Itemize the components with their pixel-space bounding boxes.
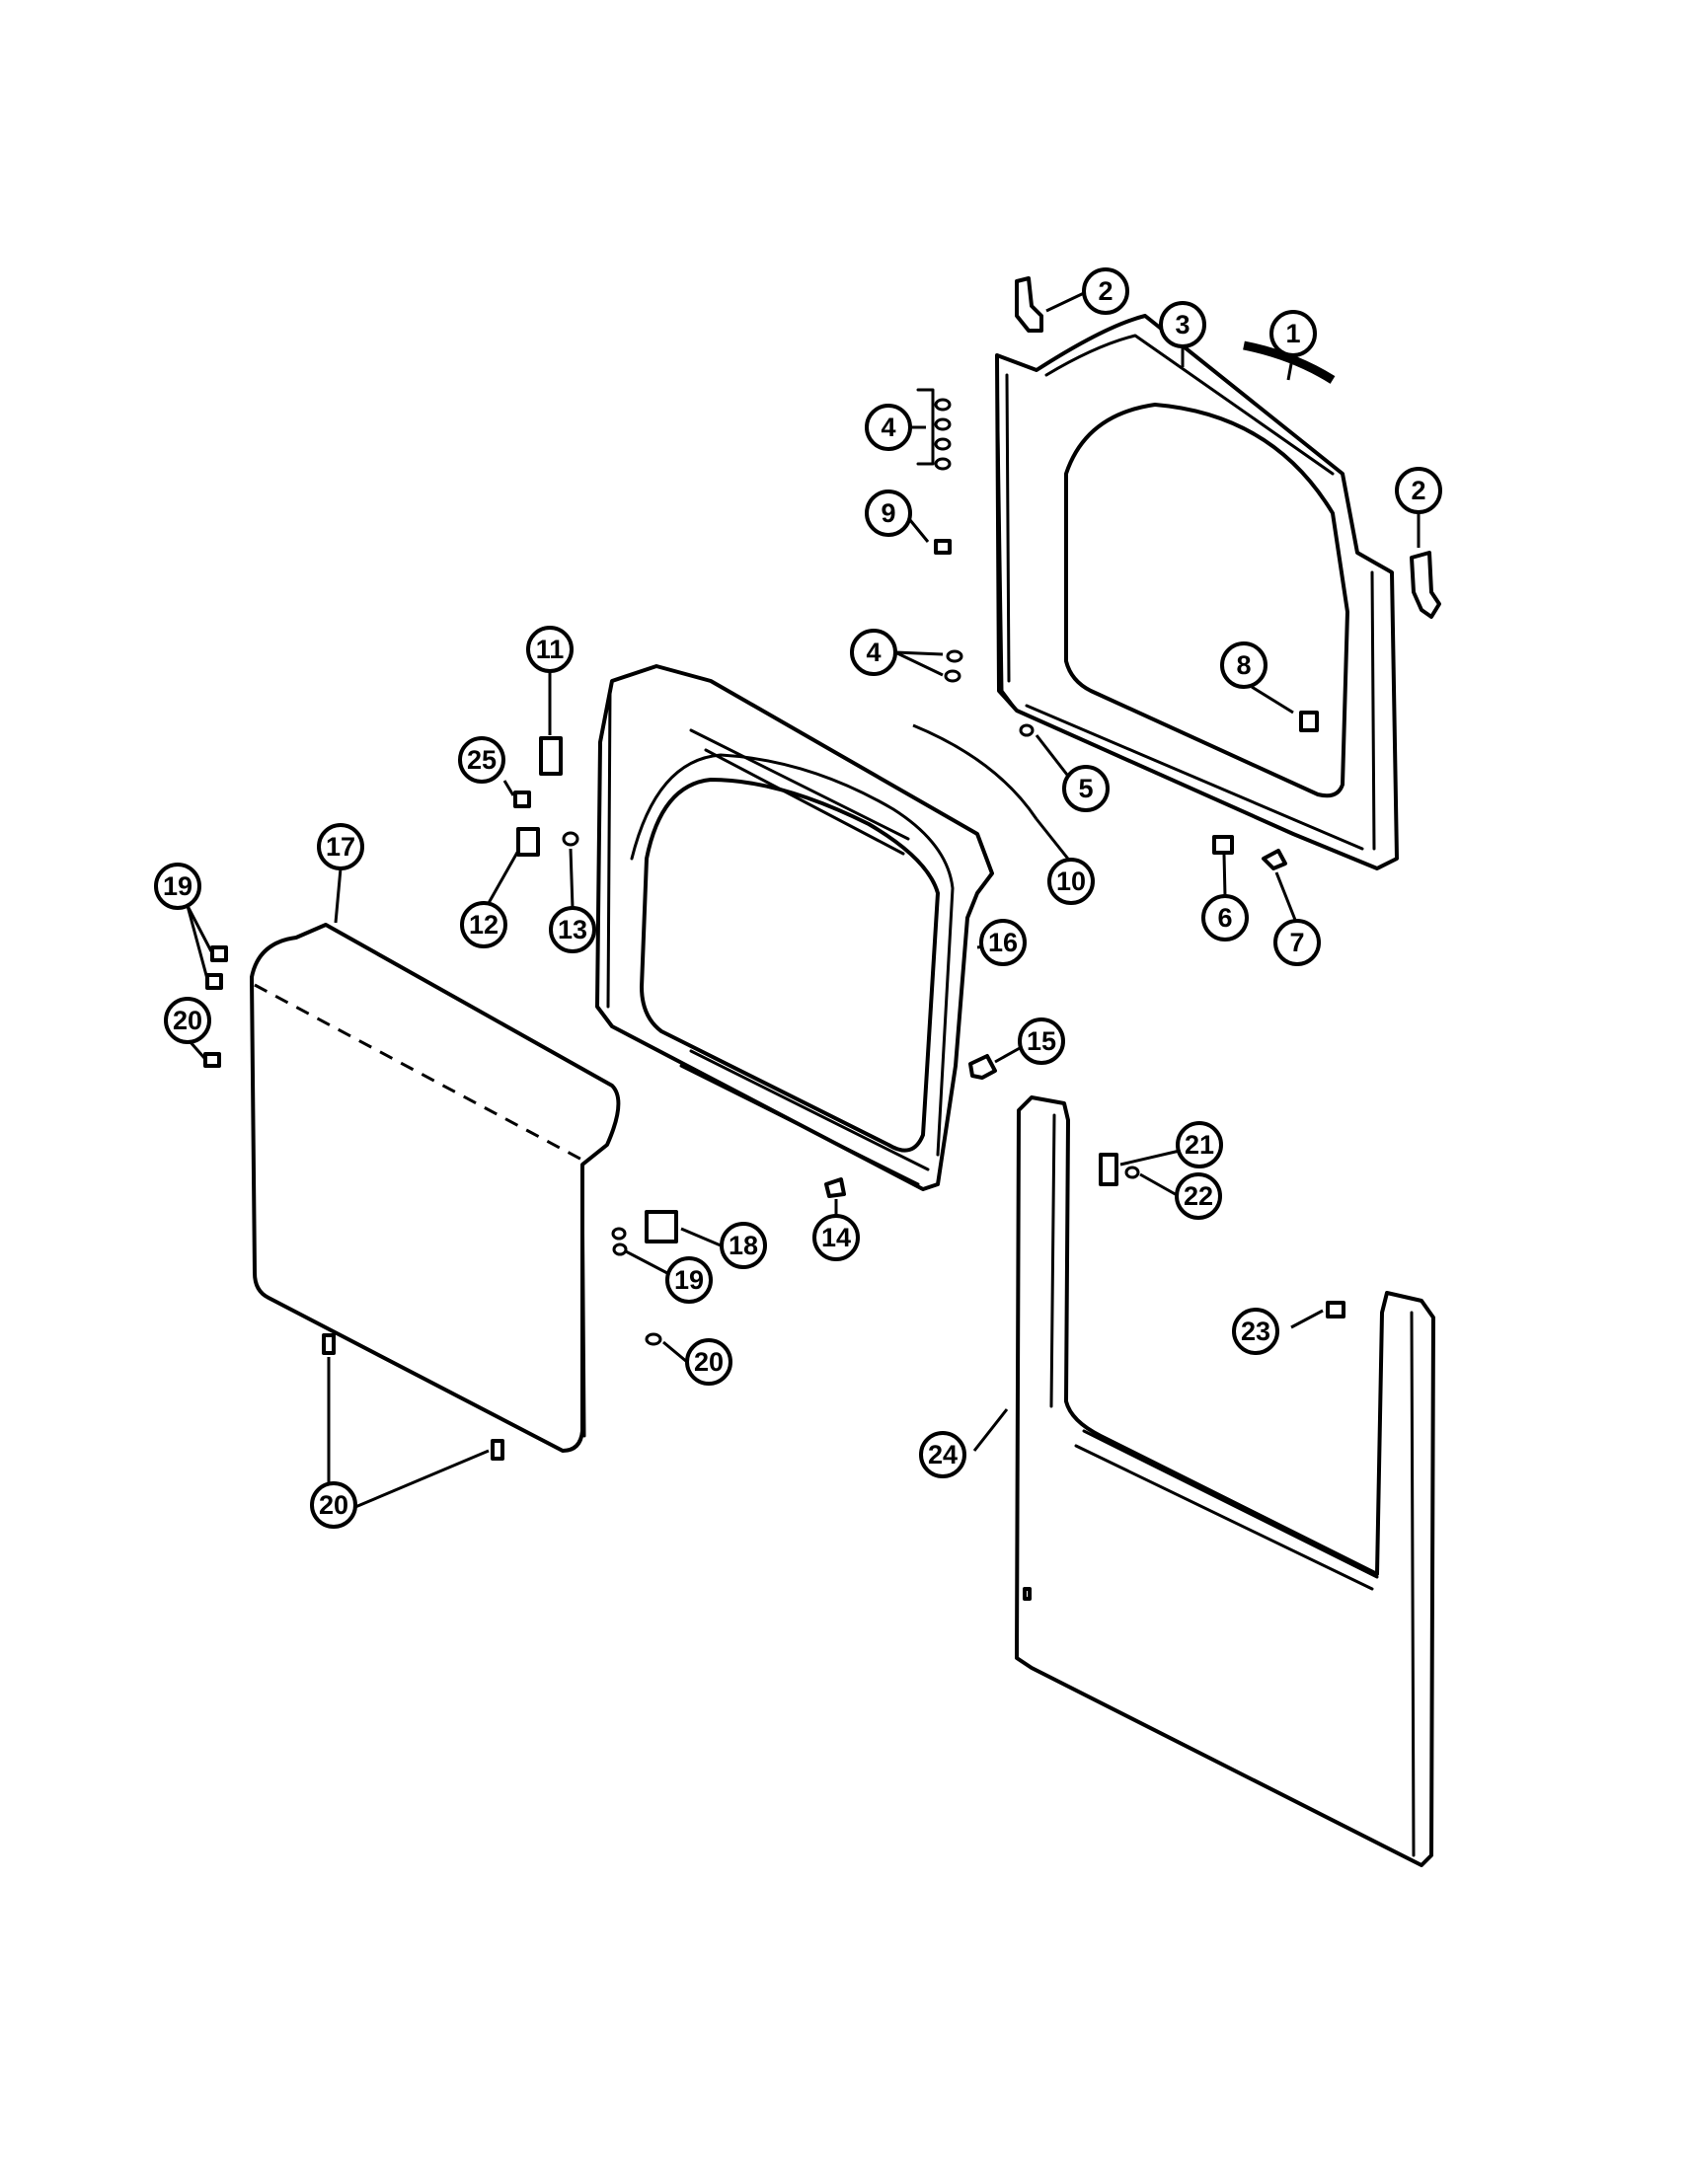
svg-text:4: 4 — [866, 638, 881, 667]
callout-19: 19 — [665, 1256, 713, 1304]
callout-10: 10 — [1047, 858, 1095, 905]
callout-9: 9 — [865, 490, 912, 537]
callout-22: 22 — [1175, 1172, 1222, 1220]
callout-24: 24 — [919, 1431, 966, 1478]
svg-text:24: 24 — [928, 1440, 958, 1469]
svg-text:10: 10 — [1056, 866, 1086, 896]
svg-text:18: 18 — [729, 1231, 758, 1260]
callout-4: 4 — [850, 629, 897, 676]
svg-text:19: 19 — [163, 871, 192, 901]
svg-text:2: 2 — [1411, 476, 1425, 505]
callout-18: 18 — [720, 1222, 767, 1269]
svg-text:14: 14 — [821, 1223, 851, 1252]
rear-bulkhead — [995, 314, 1399, 870]
svg-text:22: 22 — [1184, 1181, 1213, 1211]
front-bulkhead — [595, 664, 994, 1191]
svg-text:19: 19 — [674, 1265, 704, 1295]
svg-text:20: 20 — [694, 1347, 724, 1377]
callout-19: 19 — [154, 863, 201, 910]
callouts: 1 2 2 3 4 4 5 6 7 8 9 10 11 12 13 14 15 … — [154, 267, 1442, 1529]
svg-text:7: 7 — [1289, 928, 1304, 957]
svg-text:25: 25 — [467, 745, 497, 775]
callout-2: 2 — [1082, 267, 1129, 315]
callout-3: 3 — [1159, 301, 1206, 348]
svg-text:16: 16 — [988, 928, 1018, 957]
callout-5: 5 — [1062, 765, 1110, 812]
callout-20: 20 — [310, 1481, 357, 1529]
callout-7: 7 — [1273, 919, 1321, 966]
hardware — [203, 388, 1345, 1461]
callout-25: 25 — [458, 736, 505, 784]
callout-20: 20 — [685, 1338, 732, 1386]
svg-text:21: 21 — [1185, 1130, 1214, 1160]
svg-text:1: 1 — [1285, 319, 1300, 348]
svg-text:12: 12 — [469, 910, 499, 940]
svg-text:11: 11 — [536, 635, 565, 664]
svg-text:3: 3 — [1175, 310, 1190, 339]
svg-text:5: 5 — [1078, 774, 1093, 803]
callout-23: 23 — [1232, 1308, 1279, 1355]
svg-text:2: 2 — [1098, 276, 1113, 306]
svg-text:9: 9 — [881, 498, 895, 528]
callout-17: 17 — [317, 823, 364, 870]
svg-text:17: 17 — [326, 832, 355, 862]
part-10-seal — [912, 723, 1038, 820]
svg-text:13: 13 — [558, 915, 587, 944]
svg-text:8: 8 — [1236, 650, 1251, 680]
part-2-bracket-right — [1410, 551, 1441, 619]
callout-2: 2 — [1395, 467, 1442, 514]
callout-8: 8 — [1220, 641, 1268, 689]
callout-14: 14 — [812, 1214, 860, 1261]
svg-text:23: 23 — [1241, 1317, 1270, 1346]
callout-6: 6 — [1201, 894, 1249, 941]
callout-16: 16 — [979, 919, 1027, 966]
svg-text:4: 4 — [881, 413, 895, 442]
callout-15: 15 — [1018, 1017, 1065, 1065]
callout-20: 20 — [164, 997, 211, 1044]
callout-11: 11 — [526, 626, 574, 673]
part-2-bracket-top — [1015, 276, 1043, 333]
callout-4: 4 — [865, 404, 912, 451]
callout-12: 12 — [460, 901, 507, 948]
svg-text:6: 6 — [1217, 903, 1232, 933]
callout-21: 21 — [1176, 1121, 1223, 1168]
svg-text:20: 20 — [173, 1006, 202, 1035]
leader-lines — [186, 291, 1421, 1509]
svg-text:15: 15 — [1027, 1026, 1056, 1056]
callout-13: 13 — [549, 906, 596, 953]
callout-1: 1 — [1269, 310, 1317, 357]
lower-front-panel — [1015, 1095, 1435, 1867]
door-panel — [250, 923, 621, 1453]
svg-text:20: 20 — [319, 1490, 348, 1520]
